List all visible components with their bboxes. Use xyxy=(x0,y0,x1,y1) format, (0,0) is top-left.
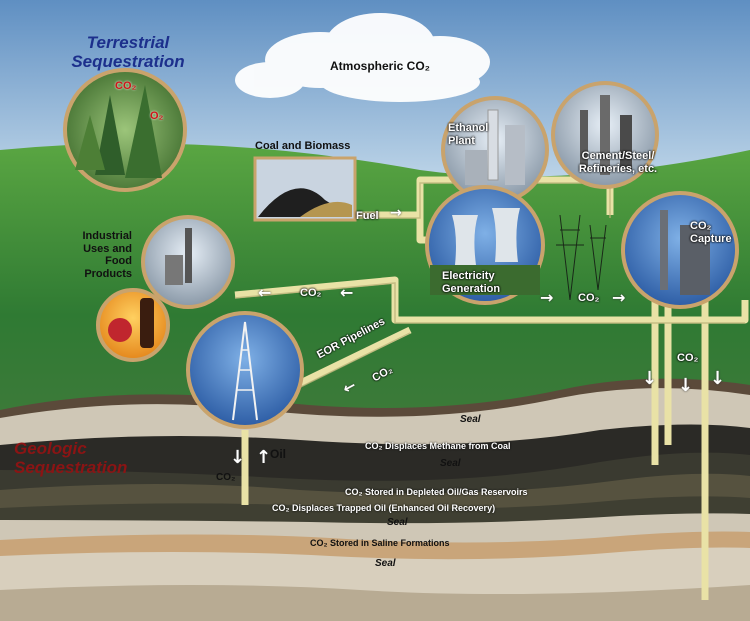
terrestrial-forest-circle xyxy=(63,68,187,192)
forest-co2-label: CO₂ xyxy=(115,80,137,92)
cement-refinery-circle xyxy=(551,81,659,189)
down-arrow-icon: ↓ xyxy=(678,375,694,396)
methane-layer-label: CO₂ Displaces Methane from Coal xyxy=(365,441,511,451)
atmospheric-co2-label: Atmospheric CO₂ xyxy=(330,59,431,73)
co2-capture-circle xyxy=(621,191,739,309)
fuel-arrow-icon: → xyxy=(390,205,402,221)
cement-refineries-label: Cement/Steel/ Refineries, etc. xyxy=(578,150,658,175)
seal-label-1: Seal xyxy=(460,414,481,425)
geologic-title: Geologic Sequestration xyxy=(14,439,128,477)
depleted-reservoir-label: CO₂ Stored in Depleted Oil/Gas Reservoir… xyxy=(345,487,528,497)
down-arrow-icon: ↓ xyxy=(710,368,726,389)
oil-label: Oil xyxy=(270,447,287,461)
flow-arrow-left-icon: ← xyxy=(258,283,272,302)
coal-biomass-label: Coal and Biomass xyxy=(255,140,351,152)
seal-label-4: Seal xyxy=(375,558,396,569)
oil-rig-circle xyxy=(186,311,304,429)
forest-o2-label: O₂ xyxy=(150,110,164,122)
down-arrow-icon: ↓ xyxy=(642,368,658,389)
industrial-plant-circle xyxy=(141,215,235,309)
injection-co2-label: CO₂ xyxy=(677,352,699,364)
ethanol-plant-label: Ethanol Plant xyxy=(448,122,489,147)
flow-co2-industrial-label: CO₂ xyxy=(300,287,322,299)
electricity-generation-circle xyxy=(425,185,545,305)
flow-arrow-left-icon: ← xyxy=(340,283,354,302)
flow-arrow-right-icon: → xyxy=(540,288,554,307)
electricity-generation-label: Electricity Generation xyxy=(442,270,501,295)
coal-biomass-image xyxy=(253,156,357,222)
flow-co2-capture-label: CO₂ xyxy=(578,292,600,304)
seal-label-3: Seal xyxy=(387,517,408,528)
saline-formation-label: CO₂ Stored in Saline Formations xyxy=(310,538,450,548)
fuel-label: Fuel xyxy=(356,210,379,222)
co2-capture-label: CO₂ Capture xyxy=(690,220,732,245)
seal-label-2: Seal xyxy=(440,458,461,469)
oil-up-arrow-icon: ↑ xyxy=(256,447,272,468)
ethanol-plant-circle xyxy=(441,96,549,204)
well-co2-label: CO₂ xyxy=(216,472,236,483)
food-products-circle xyxy=(96,288,170,362)
enhanced-oil-recovery-label: CO₂ Displaces Trapped Oil (Enhanced Oil … xyxy=(272,503,496,513)
terrestrial-title: Terrestrial Sequestration xyxy=(71,33,185,71)
co2-down-arrow-icon: ↓ xyxy=(230,447,246,468)
flow-arrow-right-icon: → xyxy=(612,288,626,307)
industrial-uses-label: Industrial Uses and Food Products xyxy=(82,230,132,280)
